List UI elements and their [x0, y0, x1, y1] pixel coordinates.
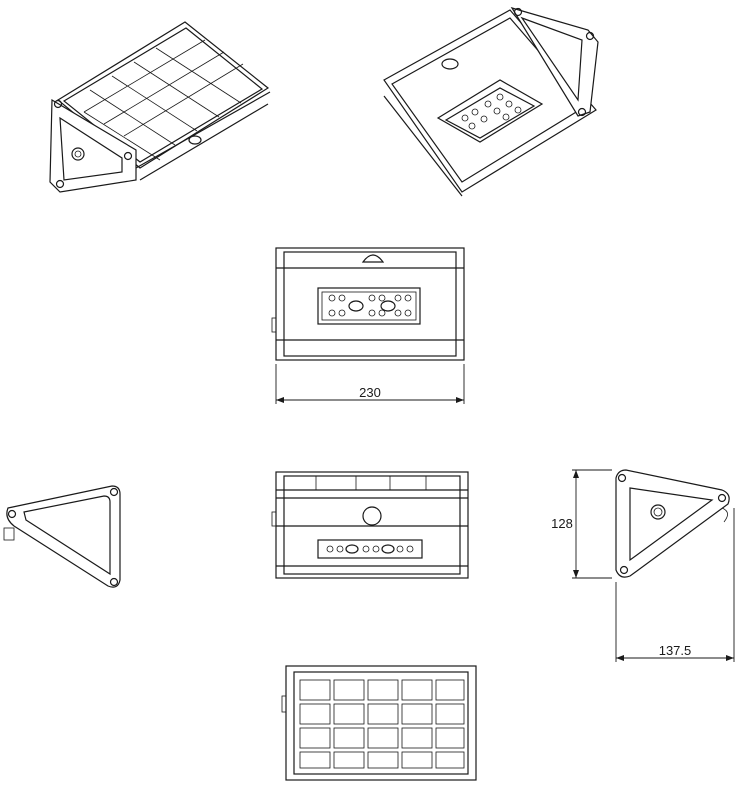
view-right-side [572, 469, 735, 662]
isometric-view-solar-panel [49, 21, 271, 193]
view-front [271, 471, 469, 579]
view-top-solar-panel [281, 665, 477, 781]
dimension-depth-label: 137.5 [659, 643, 692, 658]
dimension-width-label: 230 [359, 385, 381, 400]
dimension-height-label: 128 [551, 516, 573, 531]
view-left-side [3, 485, 121, 588]
view-bottom-led [271, 247, 465, 404]
isometric-view-led-side [383, 6, 599, 197]
